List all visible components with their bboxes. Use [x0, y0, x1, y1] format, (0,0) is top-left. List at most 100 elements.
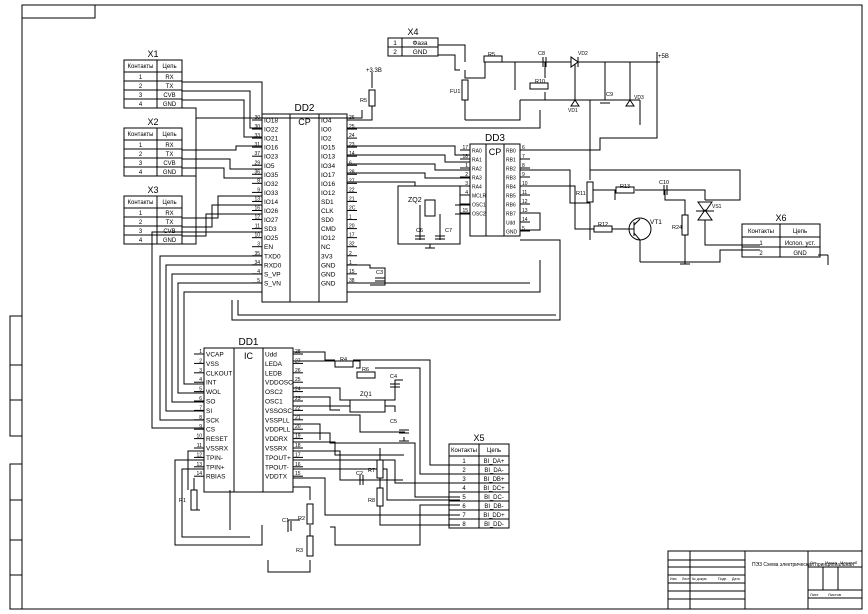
title-block: ПЭ3 Схема электрическая принципиальная Л…: [667, 550, 863, 610]
pin-number: 10: [522, 181, 528, 187]
connector-pin: 2: [139, 84, 143, 90]
connector-signal: Испол. уст.: [785, 241, 816, 247]
pin-name: CLK: [321, 208, 334, 215]
title-block-row-label: Дата: [732, 577, 740, 581]
pin-number: 16: [295, 462, 301, 468]
pin-name: S_VP: [264, 271, 281, 278]
pin-number: 14: [522, 217, 528, 223]
pin-number: 11: [197, 443, 202, 449]
connector-header: Цепь: [487, 448, 501, 454]
component-label: R2: [298, 516, 305, 522]
connector-signal: BI_DD+: [483, 513, 505, 519]
connector-signal: CVB: [163, 161, 175, 167]
connector-ref: X3: [147, 185, 158, 195]
connector-header: Контакты: [748, 229, 774, 235]
pin-number: 12: [196, 452, 202, 458]
diode: [570, 56, 579, 68]
pin-name: RA3: [472, 176, 482, 182]
title-block-row-label: Подп.: [718, 577, 727, 581]
pin-name: RBIAS: [206, 474, 226, 481]
pin-name: RB4: [506, 185, 516, 191]
supply-3v3-label: +3.3В: [366, 68, 382, 74]
connector-pin: 1: [393, 40, 397, 47]
connector-header: Контакты: [128, 200, 154, 206]
resistor: [615, 186, 635, 194]
pin-number: 21: [349, 196, 355, 202]
fuse: [461, 79, 469, 101]
pin-number: 38: [349, 278, 355, 284]
pin-name: IO4: [321, 118, 332, 125]
pin-number: 23: [349, 142, 355, 148]
pin-name: VDDPLL: [265, 427, 291, 434]
pin-number: 31: [254, 142, 260, 148]
component-label: C4: [390, 374, 397, 380]
pin-name: IO14: [264, 199, 278, 206]
pin-number: 14: [196, 471, 202, 477]
connector-signal: TX: [166, 84, 174, 90]
pin-number: 17: [295, 452, 301, 458]
pin-name: OSC1: [265, 399, 283, 406]
pin-name: OSC2: [265, 389, 283, 396]
pin-number: 1: [199, 349, 202, 355]
component-label: FU1: [450, 89, 460, 95]
pin-number: 18: [462, 154, 468, 160]
pin-name: VCAP: [206, 352, 224, 359]
pin-number: 1: [349, 260, 352, 266]
pin-name: IO5: [264, 163, 275, 170]
pin-name: IO26: [264, 208, 278, 215]
connector-signal: TX: [166, 152, 174, 158]
component-label: R1: [179, 498, 186, 504]
crystal: [424, 199, 436, 217]
pin-number: 20: [349, 224, 355, 230]
pin-number: 1: [349, 215, 352, 221]
connector-pin: 1: [139, 75, 143, 81]
pin-name: NC: [321, 244, 331, 251]
pin-number: 7: [522, 154, 525, 160]
pin-number: 6: [522, 145, 525, 151]
connector-pin: 6: [462, 504, 466, 510]
resistor: [334, 360, 354, 368]
pin-number: 20: [295, 424, 301, 430]
pin-name: 3V3: [321, 253, 333, 260]
connector-pin: 4: [139, 238, 143, 244]
pin-name: SCK: [206, 417, 220, 424]
title-block-scale: Масштаб: [840, 560, 858, 565]
pin-number: 5: [199, 387, 202, 393]
chip-ref: DD2: [294, 103, 314, 114]
pin-number: 9: [199, 424, 202, 430]
connector-signal: CVB: [163, 93, 175, 99]
pin-name: IO16: [321, 181, 335, 188]
component-label: R5: [488, 52, 495, 58]
pin-name: RB7: [506, 212, 516, 218]
title-block-sheets: Листов: [828, 592, 841, 597]
pin-number: 12: [522, 199, 528, 205]
connector-signal: RX: [165, 211, 173, 217]
pin-number: 19: [295, 434, 301, 440]
connector-pin: 7: [462, 513, 466, 519]
frame-corner-box: [21, 4, 96, 19]
pin-number: 18: [295, 443, 301, 449]
resistor: [376, 459, 384, 479]
pin-name: IO15: [321, 145, 335, 152]
pin-number: 25: [295, 377, 301, 383]
connector-signal: GND: [793, 251, 807, 257]
resistor: [529, 82, 549, 90]
chip-ref: DD1: [238, 337, 258, 348]
pin-number: 22: [349, 187, 355, 193]
pin-number: 35: [254, 251, 260, 257]
connector-header: Цепь: [162, 200, 176, 206]
pin-name: CLKOUT: [206, 370, 232, 377]
resistor: [306, 535, 314, 557]
pin-name: VDDTX: [265, 474, 288, 481]
pin-name: CS: [206, 427, 216, 434]
pin-number: 24: [295, 387, 301, 393]
connector-pin: 5: [462, 495, 466, 501]
connector-pin: 1: [759, 241, 763, 247]
connector-header: Цепь: [162, 132, 176, 138]
pin-number: 3: [465, 181, 468, 187]
connector-pin: 3: [139, 229, 143, 235]
connector-ref: X5: [473, 433, 484, 443]
